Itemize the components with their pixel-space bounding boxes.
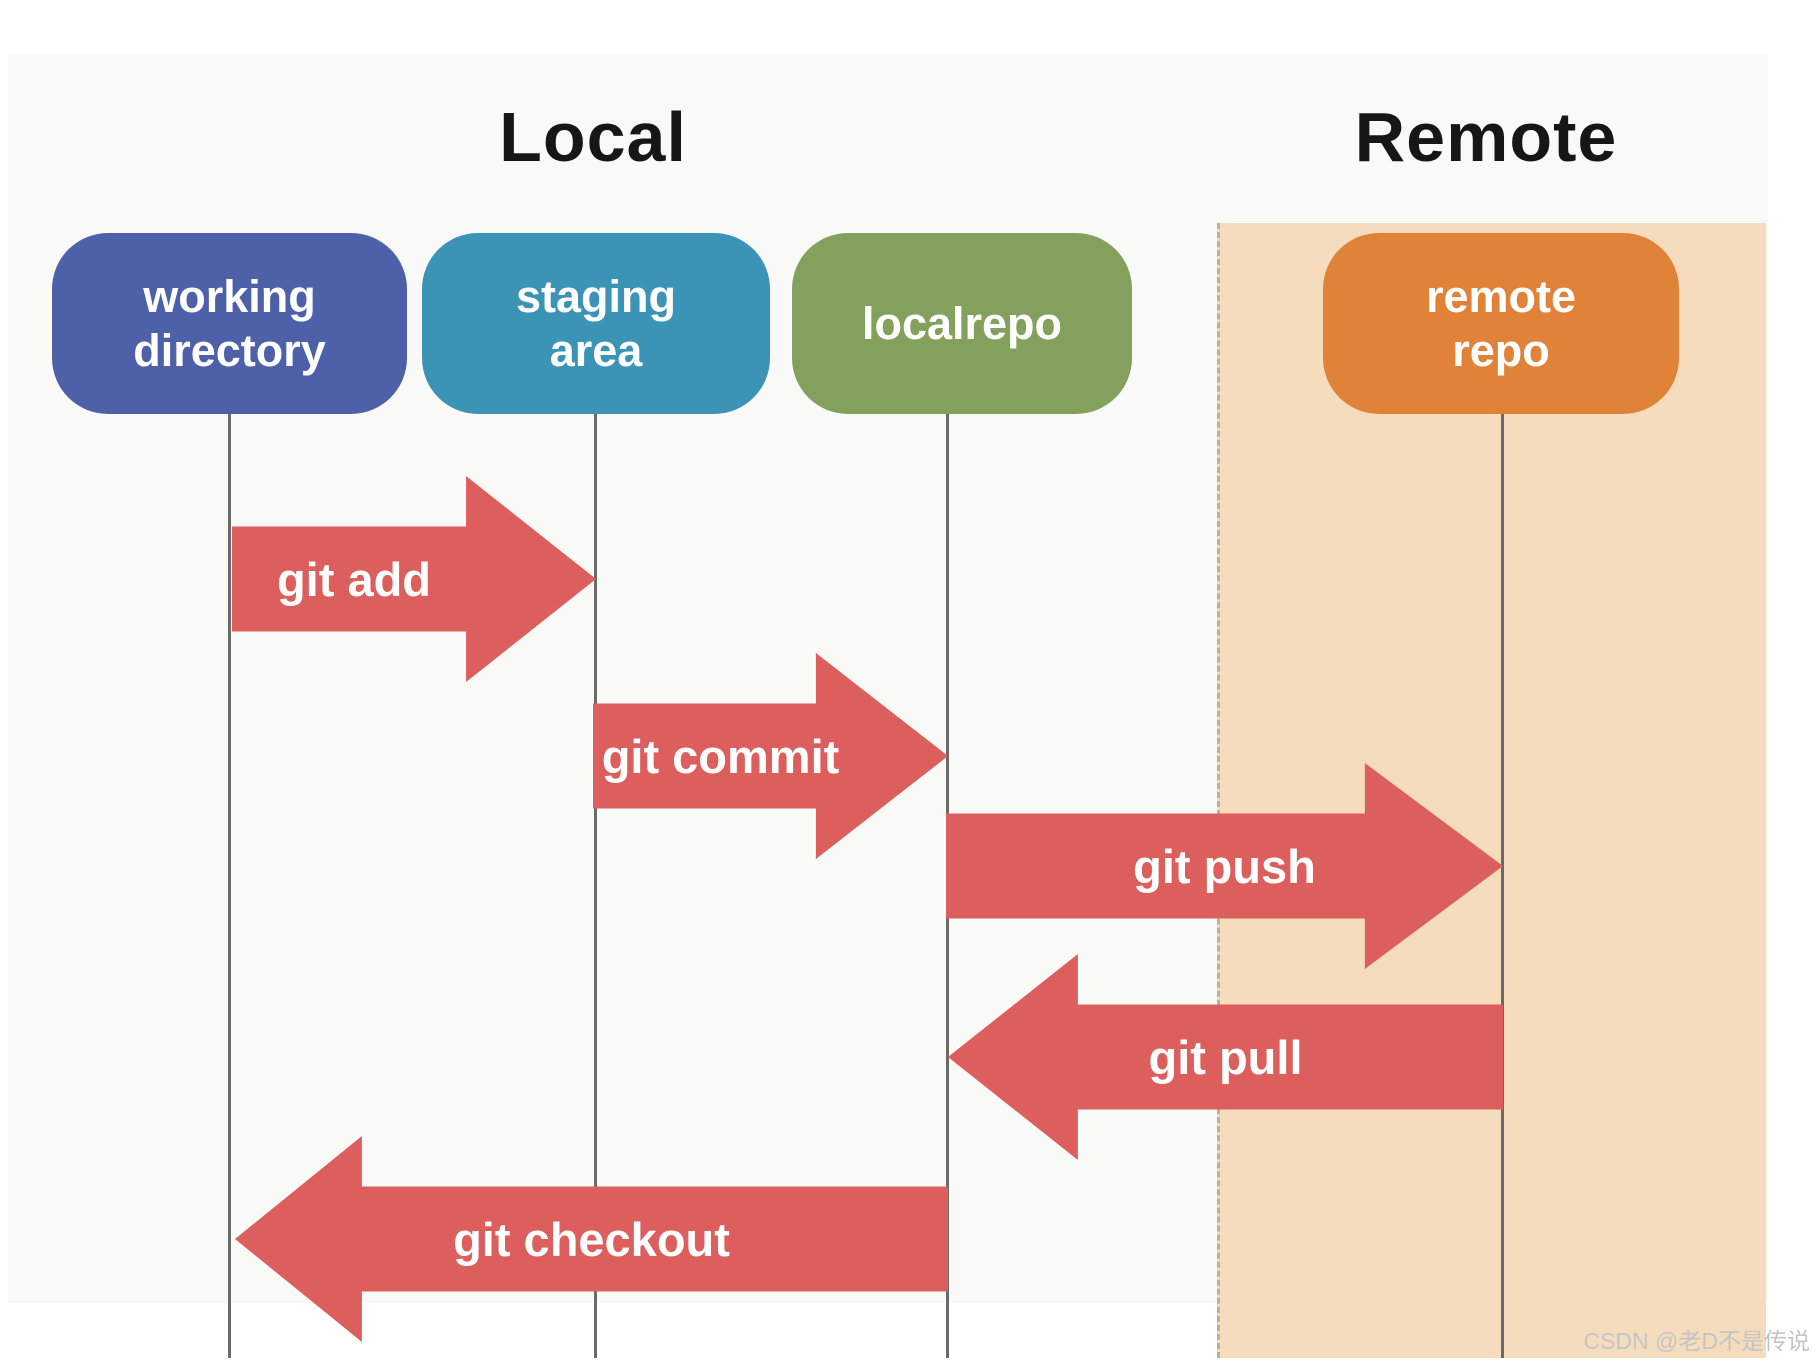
arrow-git-add: git add — [232, 476, 596, 682]
section-title-local: Local — [499, 98, 687, 176]
node-remote-repo: remote repo — [1323, 233, 1679, 414]
diagram-canvas: Local Remote working directory staging a… — [8, 55, 1768, 1358]
lifeline-staging-area — [594, 410, 597, 1358]
node-label-line: working — [143, 270, 316, 322]
node-staging-area: staging area — [422, 233, 770, 414]
node-label-line: localrepo — [861, 297, 1063, 349]
node-localrepo: localrepo — [792, 233, 1132, 414]
arrow-git-commit: git commit — [593, 653, 948, 859]
node-label-line: area — [549, 324, 643, 376]
arrow-label-git-push: git push — [1133, 839, 1316, 893]
node-label-line: directory — [133, 324, 326, 376]
lifeline-working-directory — [228, 410, 231, 1358]
lifeline-remote-repo — [1501, 410, 1504, 1358]
node-working-directory: working directory — [52, 233, 407, 414]
csdn-watermark: CSDN @老D不是传说 — [1583, 1328, 1810, 1354]
arrow-label-git-add: git add — [276, 552, 432, 606]
section-title-remote: Remote — [1354, 98, 1618, 176]
arrow-label-git-pull: git pull — [1148, 1030, 1303, 1084]
arrow-label-git-commit: git commit — [601, 729, 840, 783]
node-label-line: repo — [1452, 324, 1550, 376]
node-label-line: remote — [1425, 270, 1577, 322]
node-label-line: staging — [515, 270, 676, 322]
arrow-label-git-checkout: git checkout — [453, 1212, 730, 1266]
arrow-git-checkout: git checkout — [235, 1136, 948, 1342]
